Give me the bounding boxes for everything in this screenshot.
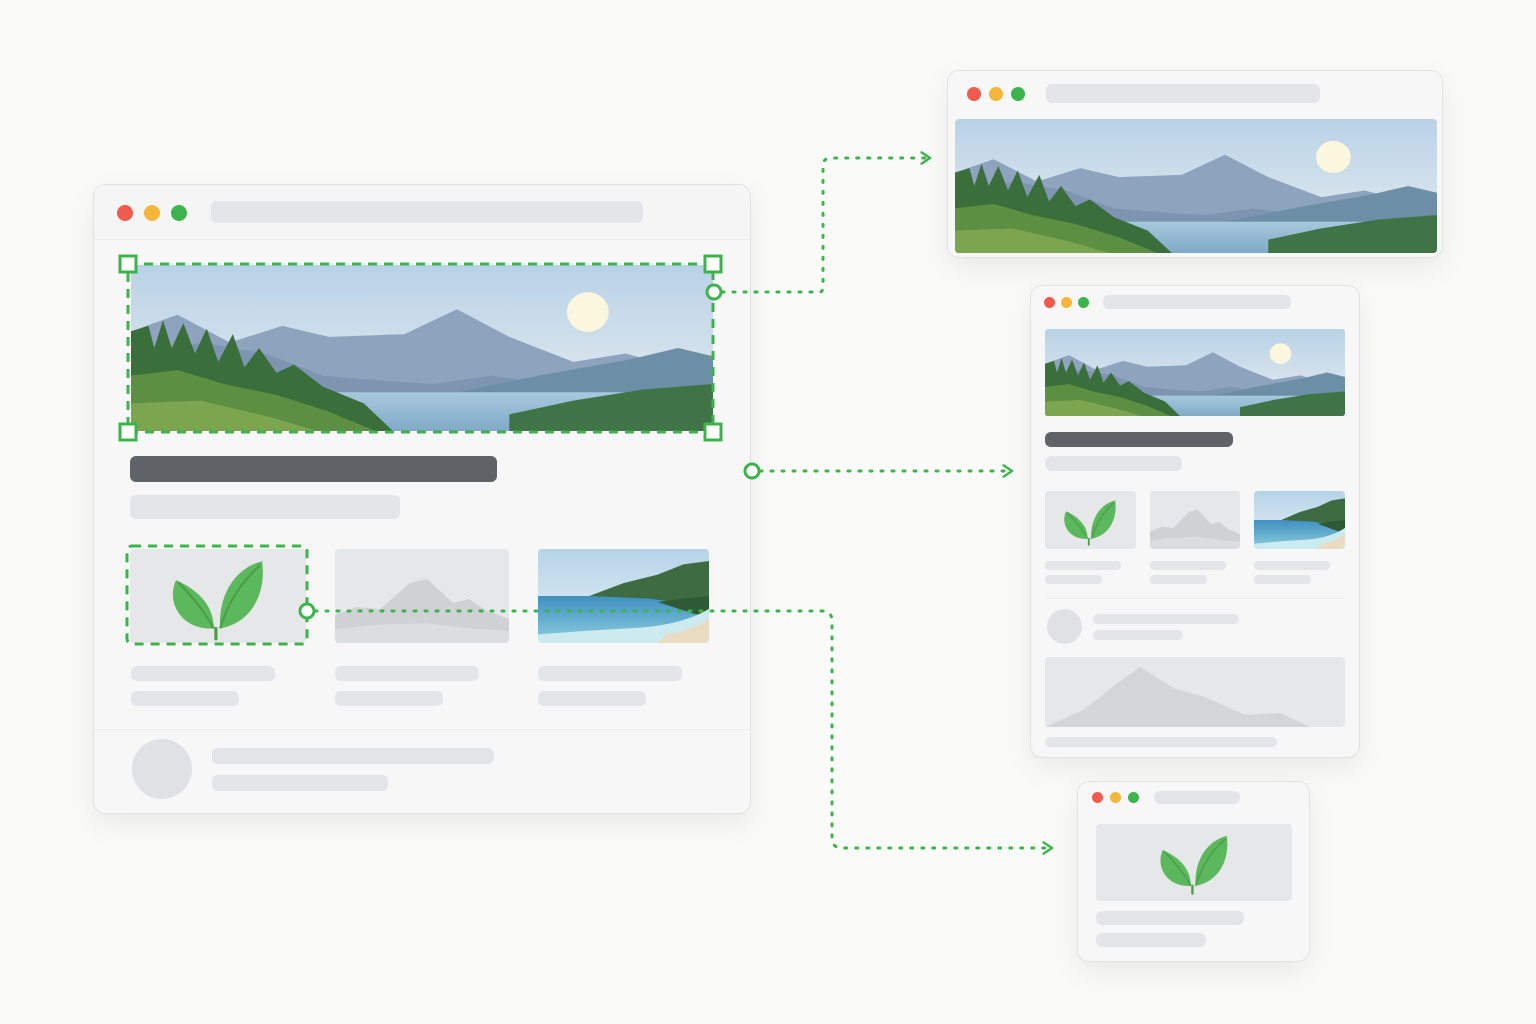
mountain-lake-landscape-image [1045,329,1345,416]
card-meta-placeholder [1096,933,1206,947]
close-dot[interactable] [1092,792,1103,803]
heading-placeholder [1045,432,1233,447]
card-meta-placeholder [131,691,239,706]
heading-placeholder [130,456,497,482]
card-title-placeholder [1096,911,1244,925]
mountain-thumbnail[interactable] [335,549,509,643]
card-title-placeholder [538,666,682,681]
hero-image[interactable] [1045,329,1345,416]
card-title-placeholder [335,666,479,681]
leaf-thumbnail[interactable] [1045,491,1136,549]
footer-line-placeholder [1045,737,1277,747]
close-dot[interactable] [117,205,133,221]
mountain-lake-landscape-image [131,265,713,431]
leaf-icon [1096,824,1292,901]
footer-divider [94,729,750,730]
footer-line-placeholder [212,775,388,791]
card-meta-placeholder [538,691,646,706]
minimize-dot[interactable] [144,205,160,221]
mountain-placeholder-icon [1045,667,1310,727]
beach-coast-image [1254,491,1345,549]
hero-image[interactable] [955,119,1437,253]
maximize-dot[interactable] [1011,87,1025,101]
leaf-icon [130,549,306,643]
beach-thumbnail[interactable] [538,549,709,643]
mountain-lake-landscape-image [955,119,1437,253]
address-bar[interactable] [1103,295,1291,309]
tablet-window [1030,285,1360,758]
address-bar[interactable] [1154,791,1240,804]
hero-image[interactable] [131,265,713,431]
card-title-placeholder [1254,561,1330,570]
beach-thumbnail[interactable] [1254,491,1345,549]
mountain-placeholder-icon [335,549,509,643]
mountain-placeholder-banner[interactable] [1045,657,1345,727]
close-dot[interactable] [967,87,981,101]
card-meta-placeholder [1045,575,1102,584]
maximize-dot[interactable] [1078,297,1089,308]
mountain-thumbnail[interactable] [1150,491,1240,549]
card-meta-placeholder [1150,575,1207,584]
connector-hero-to-banner [720,151,932,294]
leaf-card-image[interactable] [1096,824,1292,901]
maximize-dot[interactable] [171,205,187,221]
source-browser-window [93,184,751,814]
footer-line-placeholder [1093,630,1183,640]
footer-line-placeholder [1093,614,1239,624]
avatar [132,739,192,799]
address-bar[interactable] [211,201,643,223]
card-title-placeholder [1045,561,1121,570]
card-title-placeholder [1150,561,1226,570]
close-dot[interactable] [1044,297,1055,308]
card-meta-placeholder [335,691,443,706]
footer-line-placeholder [212,748,494,764]
address-bar[interactable] [1046,84,1320,103]
leaf-thumbnail[interactable] [130,549,306,643]
minimize-dot[interactable] [989,87,1003,101]
subheading-placeholder [130,495,400,519]
mountain-placeholder-icon [1150,491,1240,549]
section-divider [1045,598,1345,599]
avatar [1047,609,1082,644]
subheading-placeholder [1045,456,1182,471]
card-meta-placeholder [1254,575,1311,584]
beach-coast-image [538,549,709,643]
mobile-card-window [1077,781,1310,962]
minimize-dot[interactable] [1110,792,1121,803]
card-title-placeholder [131,666,275,681]
leaf-icon [1045,491,1136,549]
wide-banner-window [947,70,1443,258]
maximize-dot[interactable] [1128,792,1139,803]
minimize-dot[interactable] [1061,297,1072,308]
